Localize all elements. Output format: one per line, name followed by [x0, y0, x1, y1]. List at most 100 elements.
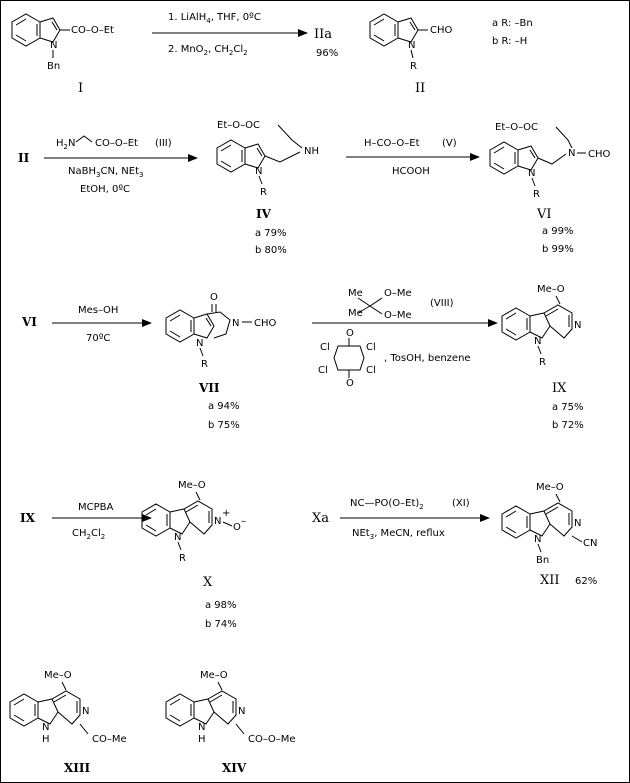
compound-IX-label: IX: [552, 381, 567, 396]
step1-yield: 96%: [316, 48, 338, 59]
ddq-cl-2: Cl: [366, 342, 376, 353]
compound-XIV-label: XIV: [222, 761, 247, 775]
step1-arrow-group: 1. LiAlH4, THF, 0ºC 2. MnO2, CH2Cl2 IIa …: [152, 12, 338, 59]
reagent-VIII-label: (VIII): [430, 298, 454, 309]
step1-reagent-1: 1. LiAlH4, THF, 0ºC: [168, 12, 261, 25]
compound-X-r: R: [179, 553, 186, 564]
compound-XIII-nh: N: [42, 722, 49, 733]
step7-start-label: Xa: [312, 511, 329, 526]
compound-XIII-h: H: [42, 734, 50, 745]
compound-XIV-substituent: CO–O–Me: [248, 734, 296, 745]
step2-reagent-top: H2N: [56, 138, 75, 151]
compound-I-label: I: [78, 81, 83, 96]
compound-II-r: R: [410, 61, 417, 72]
step6-reagent-bottom: CH2Cl2: [72, 528, 105, 541]
step7-reagent-top: NC—PO(O–Et)2: [350, 498, 424, 511]
compound-XII-n2: N: [534, 534, 541, 545]
compound-II-substituent: CHO: [430, 25, 453, 36]
compound-X: Me–O N + O – N R X a 98% b 74%: [141, 480, 246, 630]
reagent-VIII-me2: Me: [348, 308, 363, 319]
compound-VII-yield-b: b 75%: [208, 420, 240, 431]
compound-VI-n: N: [568, 148, 575, 159]
compound-IX: Me–O N N R IX a 75% b 72%: [501, 284, 584, 431]
step1-reagent-2: 2. MnO2, CH2Cl2: [168, 44, 248, 57]
ddq-cl-1: Cl: [320, 342, 330, 353]
compound-VI-n2: N: [528, 168, 535, 179]
compound-VII-r: R: [201, 359, 208, 370]
reagent-VIII-me1: Me: [348, 288, 363, 299]
compound-XII-cn: CN: [583, 538, 597, 549]
step3-reagent-top: H–CO–O–Et: [364, 138, 420, 149]
ddq-cl-3: Cl: [318, 365, 328, 376]
step4-arrow-group: Mes–OH 70ºC: [52, 305, 152, 344]
compound-VI-yield-b: b 99%: [542, 244, 574, 255]
compound-VI-yield-a: a 99%: [542, 226, 574, 237]
compound-XIII-n: N: [82, 706, 89, 717]
compound-II-label: II: [415, 81, 425, 96]
compound-II: CHO N R II a R: –Bn b R: –H: [369, 13, 533, 96]
compound-VII-n: N: [232, 318, 239, 329]
step6-arrow-group: MCPBA CH2Cl2: [52, 502, 152, 541]
compound-IV: Et–O–OC NH N R IV a 79% b 80%: [216, 120, 319, 256]
step2-arrow-group: H2N CO–O–Et (III) NaBH3CN, NEt3 EtOH, 0º…: [44, 135, 198, 195]
step3-arrow-group: H–CO–O–Et (V) HCOOH: [346, 138, 480, 177]
ddq-o-top: O: [346, 328, 354, 339]
step1-product-ref: IIa: [314, 27, 332, 42]
step5-arrow-group: Me Me O–Me O–Me (VIII) O O Cl Cl Cl Cl ,…: [312, 288, 498, 389]
compound-XIV-methoxy: Me–O: [200, 670, 228, 681]
compound-IV-r: R: [260, 187, 267, 198]
step7-reagent-bottom: NEt3, MeCN, reflux: [352, 528, 445, 541]
compound-II-n: N: [408, 40, 415, 51]
compound-X-n: N: [214, 516, 221, 527]
compound-VII-cho: CHO: [254, 318, 277, 329]
compound-XII-bn: Bn: [536, 555, 549, 566]
compound-VII-oxo: O: [210, 292, 218, 303]
compound-X-minus: –: [241, 516, 246, 527]
compound-VII-label: VII: [198, 381, 220, 395]
compound-XIII-methoxy: Me–O: [44, 670, 72, 681]
compound-VI-r: R: [533, 189, 540, 200]
ddq-o-bottom: O: [346, 378, 354, 389]
compound-IX-yield-a: a 75%: [552, 402, 584, 413]
compound-VI-label: VI: [536, 207, 552, 222]
step5-reagent-conditions: , TosOH, benzene: [384, 353, 471, 364]
compound-IV-yield-b: b 80%: [255, 245, 287, 256]
r-definition-a: a R: –Bn: [492, 18, 533, 29]
reagent-VIII-ome1: O–Me: [384, 288, 412, 299]
compound-X-yield-a: a 98%: [205, 600, 237, 611]
step3-reagent-label: (V): [442, 138, 457, 149]
compound-IV-nh: NH: [304, 146, 319, 157]
compound-X-o: O: [233, 522, 241, 533]
compound-IX-n: N: [574, 320, 581, 331]
compound-XII-n: N: [574, 518, 581, 529]
compound-IX-r: R: [539, 357, 546, 368]
compound-X-label: X: [203, 575, 213, 590]
compound-VII: O N CHO N R VII a 94% b 75%: [165, 292, 277, 431]
compound-I: CO–O–Et N Bn I: [11, 13, 114, 96]
step4-reagent-bottom: 70ºC: [86, 333, 110, 344]
step2-start-label: II: [18, 151, 30, 165]
compound-XII: Me–O N CN N Bn XII 62%: [501, 482, 597, 588]
compound-IV-yield-a: a 79%: [255, 228, 287, 239]
step4-reagent-top: Mes–OH: [78, 305, 118, 316]
step6-start-label: IX: [20, 511, 36, 525]
r-definition-b: b R: –H: [492, 36, 527, 47]
compound-VII-n2: N: [196, 338, 203, 349]
compound-XII-methoxy: Me–O: [536, 482, 564, 493]
compound-X-yield-b: b 74%: [205, 619, 237, 630]
step4-start-label: VI: [21, 315, 37, 329]
compound-XIII-substituent: CO–Me: [92, 734, 127, 745]
step2-reagent-label: (III): [155, 138, 172, 149]
compound-IX-yield-b: b 72%: [552, 420, 584, 431]
compound-IV-n: N: [255, 166, 262, 177]
compound-IV-label: IV: [256, 207, 272, 221]
step7-arrow-group: NC—PO(O–Et)2 (XI) NEt3, MeCN, reflux: [340, 498, 490, 541]
compound-X-n2: N: [174, 532, 181, 543]
compound-XIII-label: XIII: [64, 761, 91, 775]
compound-XIV-n: N: [238, 706, 245, 717]
compound-XII-label: XII: [540, 573, 560, 588]
reagent-VIII-ome2: O–Me: [384, 310, 412, 321]
compound-IV-ester: Et–O–OC: [217, 120, 260, 131]
